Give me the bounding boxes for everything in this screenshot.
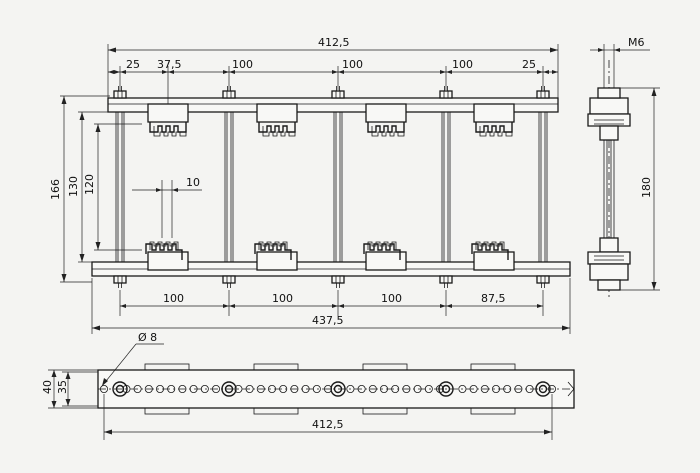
hole: [234, 384, 243, 393]
dim-top-pitch-2: 100: [342, 58, 363, 71]
dim-clip-width: 10: [186, 176, 200, 189]
dim-plan-total: 412,5: [312, 418, 344, 431]
hole: [391, 384, 400, 393]
bolt-head: [538, 384, 548, 394]
top-nuts: [113, 85, 550, 99]
dim-hole-diameter: Ø 8: [138, 331, 157, 344]
dim-top-pitch-1: 100: [232, 58, 253, 71]
dim-bottom-last: 87,5: [481, 292, 506, 305]
dim-top-right-margin: 25: [522, 58, 536, 71]
hole: [368, 384, 377, 393]
hole: [469, 384, 478, 393]
hole: [189, 384, 198, 393]
hole: [256, 384, 265, 393]
bolt-hole: [330, 381, 346, 397]
hole: [480, 384, 489, 393]
dim-plan-width-outer: 40: [41, 380, 54, 394]
dim-plan-width-inner: 35: [56, 380, 69, 394]
dim-height-mid: 130: [67, 176, 80, 197]
plan-view: [97, 363, 575, 415]
hole: [178, 384, 187, 393]
hole: [514, 384, 523, 393]
bolt-hole: [535, 381, 551, 397]
hole: [346, 384, 355, 393]
bolt-head: [224, 384, 234, 394]
dim-side-height: 180: [640, 177, 653, 198]
bolt-head: [441, 384, 451, 394]
hole: [200, 384, 209, 393]
dim-top-pitch-3: 100: [452, 58, 473, 71]
hole: [424, 384, 433, 393]
hole: [413, 384, 422, 393]
hole-row: [100, 381, 557, 397]
dim-top-left-margin: 25: [126, 58, 140, 71]
dim-height-inner: 120: [83, 174, 96, 195]
bolt-head: [333, 384, 343, 394]
hole: [290, 384, 299, 393]
dim-bottom-pitch-2: 100: [272, 292, 293, 305]
hole: [267, 384, 276, 393]
hole: [100, 384, 109, 393]
hole: [245, 384, 254, 393]
hole: [379, 384, 388, 393]
hole: [491, 384, 500, 393]
hole: [402, 384, 411, 393]
dim-height-overall: 166: [49, 179, 62, 200]
hole: [312, 384, 321, 393]
dim-bottom-total: 437,5: [312, 314, 344, 327]
hole: [525, 384, 534, 393]
hole: [458, 384, 467, 393]
hole: [144, 384, 153, 393]
hole: [133, 384, 142, 393]
bolt-hole: [438, 381, 454, 397]
dim-top-total: 412,5: [318, 36, 350, 49]
bolt-hole: [112, 381, 128, 397]
hole: [167, 384, 176, 393]
bottom-nuts: [113, 275, 550, 289]
hole: [548, 384, 557, 393]
hole: [279, 384, 288, 393]
bolt-head: [115, 384, 125, 394]
hole: [503, 384, 512, 393]
hole: [301, 384, 310, 393]
bolt-hole: [221, 381, 237, 397]
dim-bolt-size: M6: [628, 36, 645, 49]
dim-top-first-offset: 37,5: [157, 58, 182, 71]
dim-bottom-pitch-1: 100: [163, 292, 184, 305]
side-view: [587, 60, 631, 300]
hole: [155, 384, 164, 393]
hole: [357, 384, 366, 393]
dim-bottom-pitch-3: 100: [381, 292, 402, 305]
dimensions: 412,5 25 37,5 100 100 100 25 166 130 120: [41, 36, 660, 440]
hole: [211, 384, 220, 393]
front-view: [91, 85, 571, 289]
